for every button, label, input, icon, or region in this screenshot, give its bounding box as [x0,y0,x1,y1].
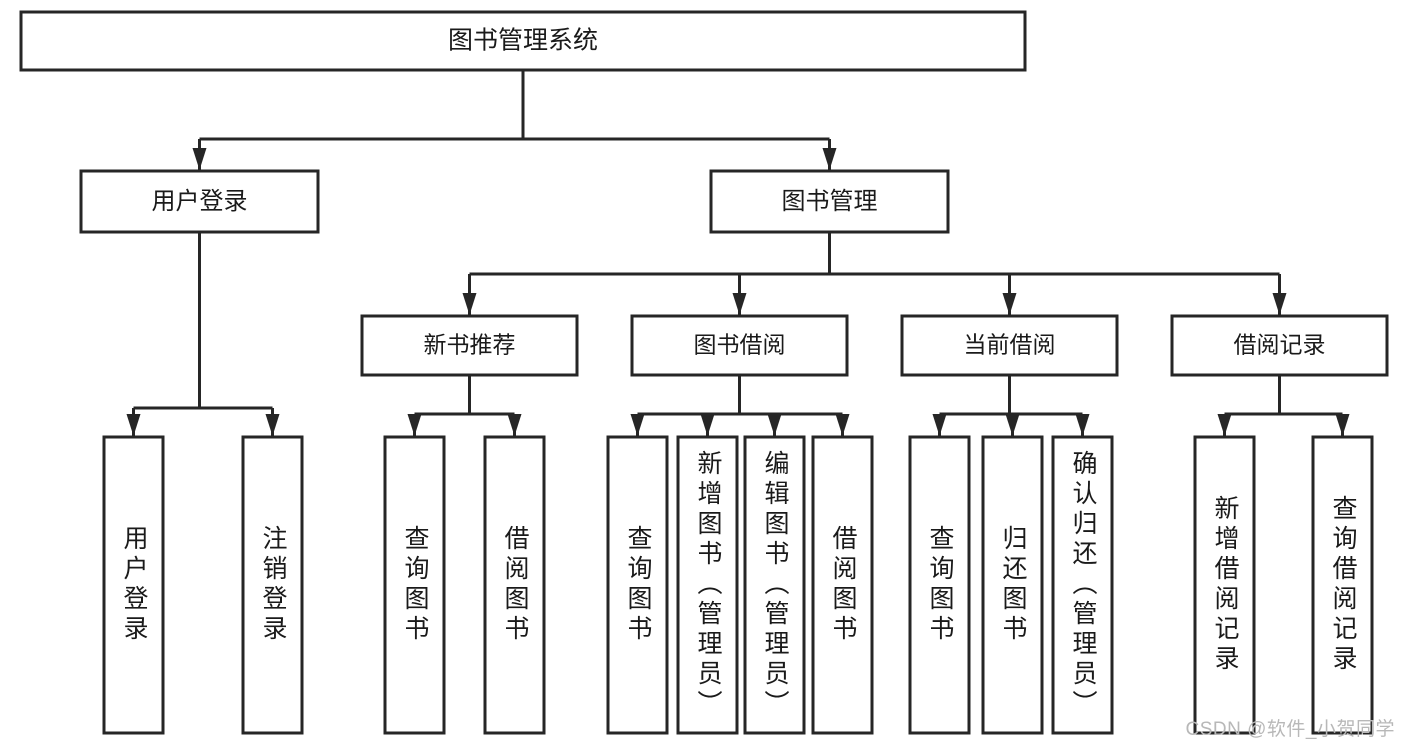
node-label: 注销登录 [259,525,287,645]
node-label: 图书管理 [782,188,878,215]
node-box[interactable] [383,435,446,735]
node-label: 图书借阅 [694,332,786,358]
node-box[interactable] [19,10,1027,72]
csdn-watermark: CSDN @软件_小贺同学 [1185,719,1395,740]
node-label: 查询图书 [926,525,954,645]
arrow-head-icon [700,414,715,436]
node-box[interactable] [1311,435,1374,735]
arrow-head-icon [1075,414,1090,436]
arrow-head-icon [462,293,477,315]
node-label-wrap: 借阅图书 [501,525,529,645]
node-borrow-record[interactable]: 借阅记录 [1170,314,1389,377]
node-box[interactable] [630,314,849,377]
node-leaf-borrow-book-1[interactable]: 借阅图书 [483,435,546,735]
node-leaf-confirm-return[interactable]: 确认归还（管理员） [1051,435,1114,735]
arrow-head-icon [732,293,747,315]
node-leaf-query-record[interactable]: 查询借阅记录 [1311,435,1374,735]
node-label-wrap: 注销登录 [259,525,287,645]
node-new-book-rec[interactable]: 新书推荐 [360,314,579,377]
node-label-wrap: 编辑图书（管理员） [761,450,789,720]
node-leaf-user-login[interactable]: 用户登录 [102,435,165,735]
node-box[interactable] [1193,435,1256,735]
node-label: 新增图书（管理员） [694,450,722,720]
node-label-wrap: 查询图书 [624,525,652,645]
node-leaf-query-book-2[interactable]: 查询图书 [606,435,669,735]
node-leaf-query-book-1[interactable]: 查询图书 [383,435,446,735]
node-root[interactable]: 图书管理系统 [19,10,1027,72]
node-box[interactable] [606,435,669,735]
node-label: 查询图书 [624,525,652,645]
node-box[interactable] [900,314,1119,377]
node-label: 借阅记录 [1234,332,1326,358]
node-label: 当前借阅 [964,332,1056,358]
node-label: 用户登录 [120,525,148,645]
node-leaf-edit-book[interactable]: 编辑图书（管理员） [743,435,806,735]
node-current-borrow[interactable]: 当前借阅 [900,314,1119,377]
node-label: 查询借阅记录 [1329,495,1357,675]
node-label-wrap: 新增图书（管理员） [694,450,722,720]
node-label: 新增借阅记录 [1211,495,1239,675]
node-label-wrap: 确认归还（管理员） [1069,450,1097,720]
node-box[interactable] [483,435,546,735]
node-leaf-return-book[interactable]: 归还图书 [981,435,1044,735]
node-leaf-add-record[interactable]: 新增借阅记录 [1193,435,1256,735]
node-box[interactable] [241,435,304,735]
node-box[interactable] [102,435,165,735]
node-leaf-add-book[interactable]: 新增图书（管理员） [676,435,739,735]
arrow-head-icon [767,414,782,436]
node-box[interactable] [79,169,320,234]
node-box[interactable] [360,314,579,377]
node-label: 新书推荐 [424,332,516,358]
node-label: 借阅图书 [829,525,857,645]
node-box[interactable] [981,435,1044,735]
node-label-wrap: 新增借阅记录 [1211,495,1239,675]
node-leaf-borrow-book-2[interactable]: 借阅图书 [811,435,874,735]
arrow-head-icon [1217,414,1232,436]
node-box[interactable] [1051,435,1114,735]
node-box[interactable] [908,435,971,735]
node-book-borrow[interactable]: 图书借阅 [630,314,849,377]
connector-layer [126,70,1350,436]
node-book-manage[interactable]: 图书管理 [709,169,950,234]
arrow-head-icon [1002,293,1017,315]
arrow-head-icon [1272,293,1287,315]
arrow-head-icon [1005,414,1020,436]
arrow-head-icon [822,148,837,170]
arrow-head-icon [126,414,141,436]
node-label: 查询图书 [401,525,429,645]
node-box[interactable] [743,435,806,735]
arrow-head-icon [932,414,947,436]
node-box[interactable] [811,435,874,735]
node-leaf-user-logout[interactable]: 注销登录 [241,435,304,735]
node-label-wrap: 查询图书 [926,525,954,645]
node-leaf-query-book-3[interactable]: 查询图书 [908,435,971,735]
node-label: 借阅图书 [501,525,529,645]
node-label-wrap: 借阅图书 [829,525,857,645]
node-box[interactable] [1170,314,1389,377]
node-label: 确认归还（管理员） [1069,450,1097,720]
node-box[interactable] [676,435,739,735]
arrow-head-icon [1335,414,1350,436]
node-label: 图书管理系统 [448,27,598,55]
node-user-login[interactable]: 用户登录 [79,169,320,234]
node-label: 归还图书 [999,525,1027,645]
node-layer: 图书管理系统用户登录图书管理新书推荐图书借阅当前借阅借阅记录用户登录注销登录查询… [19,10,1389,735]
arrow-head-icon [835,414,850,436]
node-label-wrap: 归还图书 [999,525,1027,645]
node-label-wrap: 查询借阅记录 [1329,495,1357,675]
node-label-wrap: 查询图书 [401,525,429,645]
arrow-head-icon [265,414,280,436]
arrow-head-icon [507,414,522,436]
arrow-head-icon [192,148,207,170]
node-label: 编辑图书（管理员） [761,450,789,720]
node-box[interactable] [709,169,950,234]
node-label-wrap: 用户登录 [120,525,148,645]
arrow-head-icon [630,414,645,436]
arrow-head-icon [407,414,422,436]
node-label: 用户登录 [152,188,248,215]
